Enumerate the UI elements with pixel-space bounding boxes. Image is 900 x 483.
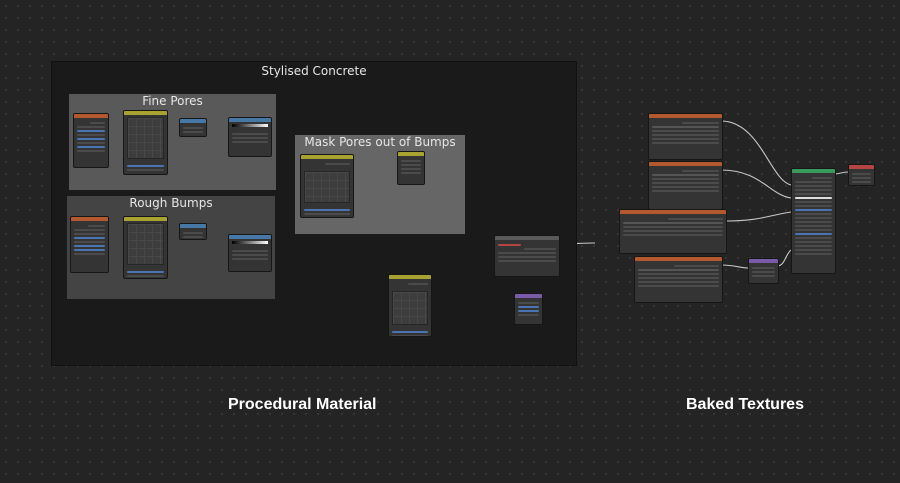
noise-texture-node-rough[interactable]: [70, 216, 109, 273]
frame-title: Mask Pores out of Bumps: [304, 135, 456, 149]
bump-node-main[interactable]: [494, 235, 560, 277]
color-ramp-node-mask[interactable]: [300, 154, 354, 218]
caption-procedural-material: Procedural Material: [228, 396, 377, 413]
bump-node-rough[interactable]: [228, 234, 272, 272]
group-output-node[interactable]: [514, 293, 543, 325]
image-texture-node-diffuse[interactable]: [648, 113, 723, 160]
link-normalmap-to-bsdf: [776, 249, 792, 267]
material-output-node[interactable]: [848, 164, 875, 186]
frame-title: Rough Bumps: [129, 196, 213, 210]
image-texture-node-normal[interactable]: [634, 256, 723, 303]
normal-map-node[interactable]: [748, 258, 779, 284]
mix-node-mask[interactable]: [397, 151, 425, 185]
frame-title: Fine Pores: [142, 94, 203, 108]
math-node-rough[interactable]: [179, 223, 207, 240]
color-ramp-node-rough[interactable]: [123, 216, 168, 279]
link-basecolor-to-bsdf: [720, 120, 792, 186]
image-texture-node-roughness[interactable]: [648, 161, 723, 210]
noise-texture-node-fine[interactable]: [73, 113, 109, 168]
link-bsdf-to-output: [833, 171, 849, 175]
bump-node-fine[interactable]: [228, 117, 272, 157]
caption-baked-textures: Baked Textures: [686, 396, 804, 413]
principled-bsdf-node[interactable]: [791, 168, 836, 274]
image-texture-node-height[interactable]: [619, 209, 727, 254]
math-node-fine[interactable]: [179, 118, 207, 137]
link-height-to-bsdf: [724, 211, 792, 222]
link-roughness-to-bsdf: [720, 169, 792, 199]
frame-title: Stylised Concrete: [261, 64, 367, 78]
color-ramp-node-fine[interactable]: [123, 110, 168, 175]
color-ramp-node-lower[interactable]: [388, 274, 432, 337]
link-normal-tex-to-normalmap: [720, 264, 749, 269]
